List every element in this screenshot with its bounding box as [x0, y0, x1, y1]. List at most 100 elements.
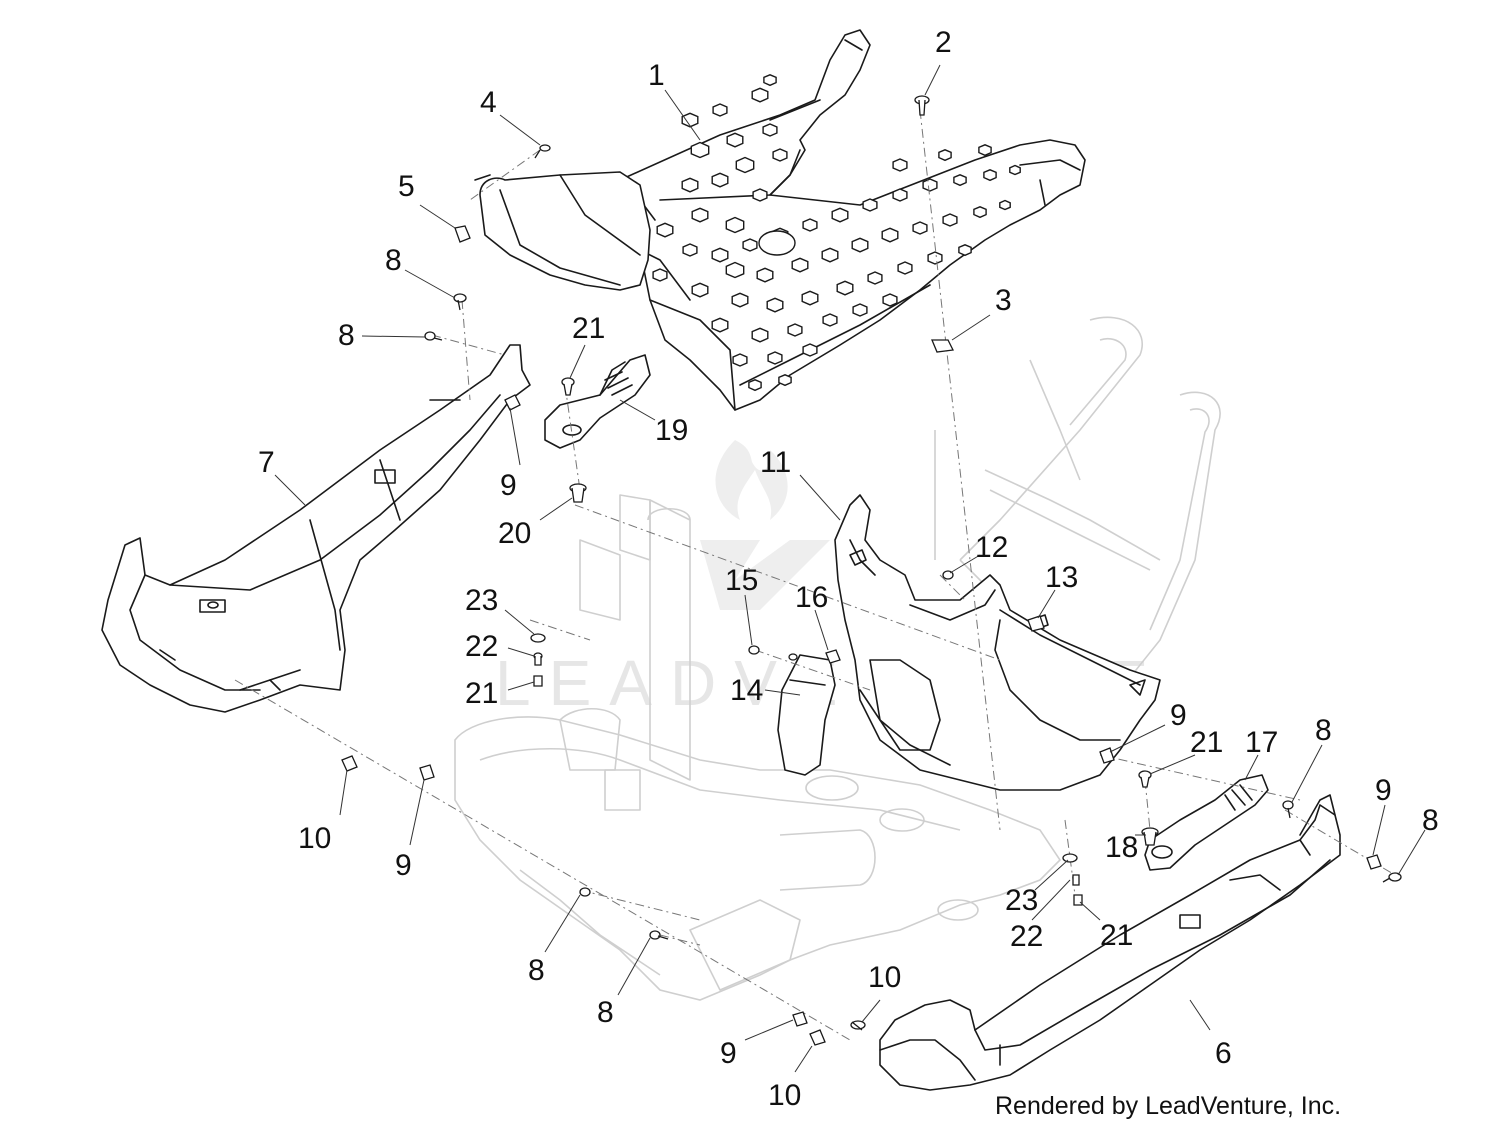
hex-texture-cell — [897, 261, 913, 275]
hex-texture-cell — [691, 207, 709, 223]
callout-21-left[interactable]: 21 — [465, 677, 498, 710]
callout-7[interactable]: 7 — [258, 446, 275, 479]
floor-panel-logo-disc — [758, 230, 796, 256]
hex-texture-cell — [725, 216, 745, 234]
hex-texture-cell — [821, 247, 839, 263]
callout-8-top[interactable]: 8 — [385, 244, 402, 277]
callout-9-right[interactable]: 9 — [1375, 774, 1392, 807]
callout-2[interactable]: 2 — [935, 26, 952, 59]
hex-texture-cell — [892, 188, 908, 202]
hex-texture-cell — [942, 213, 958, 227]
callout-14[interactable]: 14 — [730, 674, 763, 707]
hex-texture-cell — [778, 374, 792, 387]
right-skirt-mount-tab — [1299, 794, 1336, 836]
callout-21-top[interactable]: 21 — [572, 312, 605, 345]
hex-texture-cell — [881, 227, 899, 243]
callout-8-right[interactable]: 8 — [1315, 714, 1332, 747]
spacer-22-a — [533, 652, 543, 666]
hex-texture-cell — [756, 267, 774, 283]
assembly-lines — [234, 109, 1396, 1041]
hex-texture-cell — [711, 317, 729, 333]
clip-16 — [825, 649, 841, 664]
callout-8-left[interactable]: 8 — [338, 319, 355, 352]
screw-8-b — [424, 331, 443, 341]
hex-texture-cell — [763, 74, 777, 87]
hex-texture-cell — [927, 251, 943, 265]
screw-8-d — [649, 930, 669, 940]
hex-texture-cell — [682, 243, 698, 257]
hex-texture-cell — [766, 297, 784, 313]
callout-21-bottom-right[interactable]: 21 — [1100, 919, 1133, 952]
callout-9-bottom-left[interactable]: 9 — [395, 849, 412, 882]
hardware-items — [341, 95, 1402, 1046]
floor-panel-hex-pattern — [632, 74, 1021, 392]
hex-texture-cell — [836, 280, 854, 296]
callout-18[interactable]: 18 — [1105, 831, 1138, 864]
callout-11[interactable]: 11 — [760, 446, 791, 479]
callout-12[interactable]: 12 — [975, 531, 1008, 564]
hex-texture-cell — [726, 132, 744, 148]
callout-4[interactable]: 4 — [480, 86, 497, 119]
nut-10-b — [809, 1029, 826, 1046]
callout-8-bottom-left[interactable]: 8 — [528, 954, 545, 987]
hex-texture-cell — [978, 144, 992, 157]
floor-panel-part-1[interactable] — [619, 29, 1086, 411]
hex-texture-cell — [999, 199, 1011, 211]
left-side-skirt-part-7[interactable] — [101, 344, 531, 713]
callout-13[interactable]: 13 — [1045, 561, 1078, 594]
hex-texture-cell — [802, 343, 818, 357]
callout-22-left[interactable]: 22 — [465, 630, 498, 663]
callout-10-left[interactable]: 10 — [298, 822, 331, 855]
clip-13 — [1027, 615, 1045, 632]
callout-21-right[interactable]: 21 — [1190, 726, 1223, 759]
hex-texture-cell — [752, 188, 768, 202]
grommet-21-a — [561, 377, 575, 396]
inner-panel-part-14[interactable] — [777, 653, 836, 776]
callout-5[interactable]: 5 — [398, 170, 415, 203]
right-footrest-part-17[interactable] — [1144, 774, 1269, 871]
hex-texture-cell — [742, 238, 758, 252]
hex-texture-cell — [791, 257, 809, 273]
callout-8-bottom-centre[interactable]: 8 — [597, 996, 614, 1029]
hex-texture-cell — [691, 282, 709, 298]
hex-texture-cell — [953, 174, 967, 187]
callout-10-bottom[interactable]: 10 — [768, 1079, 801, 1112]
clip-3 — [931, 339, 954, 353]
callout-16[interactable]: 16 — [795, 581, 828, 614]
hex-texture-cell — [822, 313, 838, 327]
screw-15 — [748, 645, 760, 655]
front-inner-cover[interactable] — [474, 171, 651, 291]
callout-labels: 1 2 3 4 5 6 7 8 8 8 8 8 8 9 9 9 9 9 10 1… — [258, 26, 1439, 1112]
grommet-21-c — [1138, 770, 1152, 788]
callout-6[interactable]: 6 — [1215, 1037, 1232, 1070]
hex-texture-cell — [751, 327, 769, 343]
hex-texture-cell — [882, 293, 898, 307]
hex-texture-cell — [652, 268, 668, 282]
left-footrest-part-19[interactable] — [544, 354, 651, 449]
callout-9-left[interactable]: 9 — [500, 469, 517, 502]
hex-texture-cell — [922, 178, 938, 192]
hex-texture-cell — [852, 303, 868, 317]
hex-texture-cell — [767, 351, 783, 365]
callout-10-bottom-right[interactable]: 10 — [868, 961, 901, 994]
centre-leg-shield-part-11[interactable] — [834, 494, 1161, 791]
screw-8-c — [579, 887, 591, 897]
hex-texture-cell — [762, 123, 778, 137]
callout-17[interactable]: 17 — [1245, 726, 1278, 759]
callout-19[interactable]: 19 — [655, 414, 688, 447]
callout-9-centre-right[interactable]: 9 — [1170, 699, 1187, 732]
callout-22-right[interactable]: 22 — [1010, 920, 1043, 953]
hex-texture-cell — [892, 158, 908, 172]
callout-23-left[interactable]: 23 — [465, 584, 498, 617]
callout-15[interactable]: 15 — [725, 564, 758, 597]
hex-texture-cell — [732, 353, 748, 367]
callout-23-right[interactable]: 23 — [1005, 884, 1038, 917]
callout-3[interactable]: 3 — [995, 284, 1012, 317]
callout-8-far-right[interactable]: 8 — [1422, 804, 1439, 837]
right-side-skirt-part-6[interactable] — [879, 804, 1341, 1091]
callout-20[interactable]: 20 — [498, 517, 531, 550]
callout-9-bottom-centre[interactable]: 9 — [720, 1037, 737, 1070]
hex-texture-cell — [862, 198, 878, 212]
callout-1[interactable]: 1 — [648, 59, 665, 92]
grommet-21-b — [533, 675, 543, 687]
